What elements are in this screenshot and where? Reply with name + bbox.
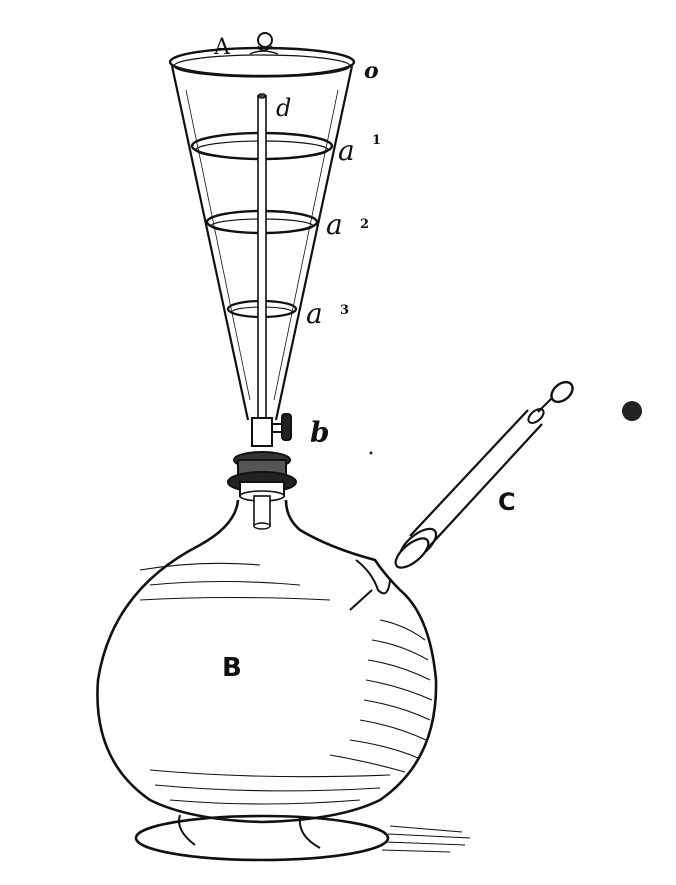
stopcock <box>251 413 292 447</box>
label-b: b <box>310 416 330 449</box>
label-a2: a <box>326 208 343 241</box>
label-a3: a <box>306 297 323 330</box>
neck-stopper <box>227 451 297 530</box>
label-a1: a <box>338 134 355 167</box>
label-a1-superscript: 1 <box>372 133 381 148</box>
label-o: o <box>364 58 379 84</box>
label-C: C <box>498 488 516 516</box>
side-tube <box>349 380 574 611</box>
label-B: B <box>222 653 242 683</box>
round-flask <box>96 499 471 862</box>
central-rod <box>257 93 267 427</box>
label-a3-superscript: 3 <box>340 303 349 318</box>
label-a2-superscript: 2 <box>360 217 369 232</box>
ink-dot-small <box>369 451 373 455</box>
conical-funnel <box>168 32 356 421</box>
ink-dot <box>622 401 642 421</box>
label-d: d <box>276 94 291 122</box>
label-A: A <box>213 35 231 60</box>
